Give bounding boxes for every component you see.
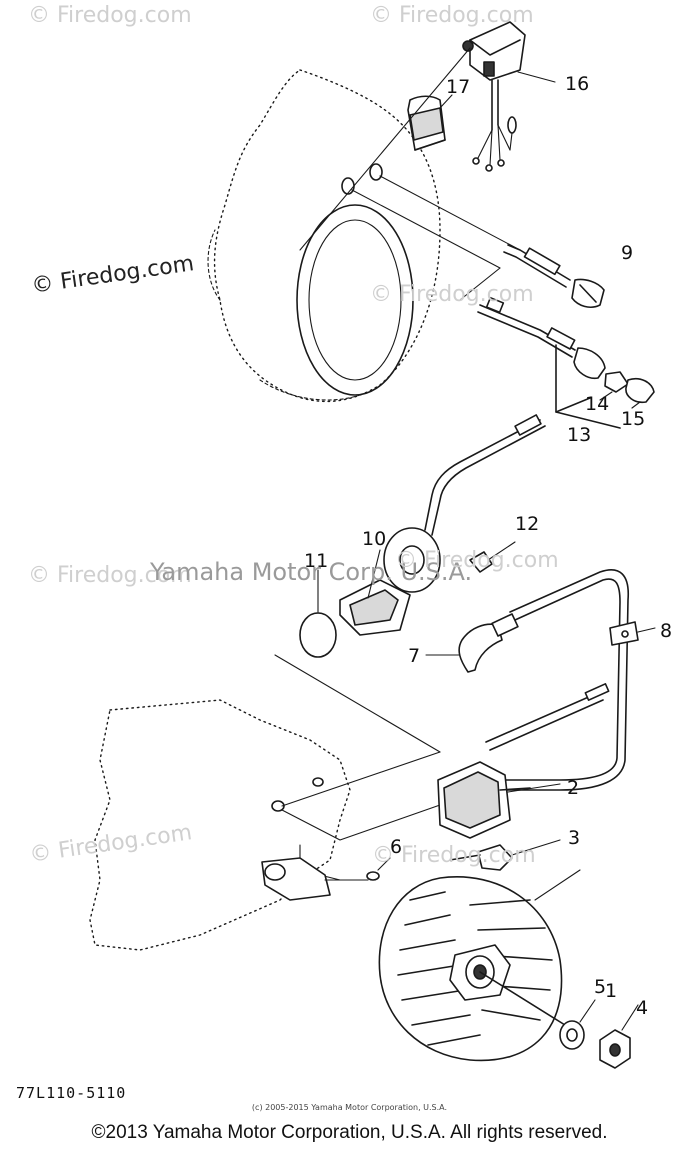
part-number-4: 4	[636, 997, 648, 1019]
part-number-labels: 1 2 3 4 5 6 7 8 9 10 11 12 13 14 15 16 1…	[304, 73, 672, 1019]
part-number-16: 16	[565, 73, 589, 95]
part-number-2: 2	[567, 777, 579, 799]
part-7-plug-cap	[425, 613, 519, 673]
part-number-1: 1	[605, 980, 617, 1002]
watermark-center-right: © Firedog.com	[395, 548, 559, 573]
part-5-washer	[559, 999, 596, 1050]
part-1-flywheel	[378, 869, 581, 1062]
part-number-15: 15	[621, 408, 645, 430]
upper-wiring	[299, 47, 521, 301]
fan-housing	[207, 69, 441, 403]
part-6-key	[366, 857, 391, 881]
part-3-bolt	[449, 839, 561, 871]
watermark-center: Yamaha Motor Corp. U.S.A.	[150, 558, 473, 586]
part-number-12: 12	[515, 513, 539, 535]
part-10-coil	[339, 414, 546, 636]
part-number-14: 14	[585, 393, 609, 415]
small-copyright: (c) 2005-2015 Yamaha Motor Corporation, …	[251, 1103, 448, 1112]
watermark-mid-right: © Firedog.com	[370, 282, 534, 307]
part-12-screw	[469, 541, 516, 573]
part-2-ignition-coil	[437, 683, 610, 839]
part-number-10: 10	[362, 528, 386, 550]
part-11-gasket	[274, 569, 441, 753]
part-15-cap	[625, 377, 655, 409]
part-8-clamp-cord	[504, 569, 656, 791]
part-number-8: 8	[660, 620, 672, 642]
footer-copyright: ©2013 Yamaha Motor Corporation, U.S.A. A…	[91, 1122, 608, 1143]
part-number-5: 5	[594, 976, 606, 998]
part-17-bracket	[407, 94, 453, 151]
diagram-code: 77L110-5110	[16, 1084, 127, 1102]
part-number-13: 13	[567, 424, 591, 446]
part-14-nut	[599, 371, 629, 401]
part-13-lead	[477, 296, 621, 429]
part-number-11: 11	[304, 550, 328, 572]
part-16-switch	[462, 21, 556, 172]
watermark-low-mid: © Firedog.com	[372, 843, 536, 868]
part-number-6: 6	[390, 836, 402, 858]
crankcase	[89, 699, 441, 951]
part-number-17: 17	[446, 76, 470, 98]
part-number-3: 3	[568, 827, 580, 849]
watermark-top-left: © Firedog.com	[28, 3, 192, 28]
watermark-center-left: © Firedog.com	[28, 563, 192, 588]
part-4-nut	[599, 1004, 639, 1069]
watermark-top-right: © Firedog.com	[370, 3, 534, 28]
part-9-stop-switch	[503, 244, 605, 308]
part-number-7: 7	[408, 645, 420, 667]
part-number-9: 9	[621, 242, 633, 264]
